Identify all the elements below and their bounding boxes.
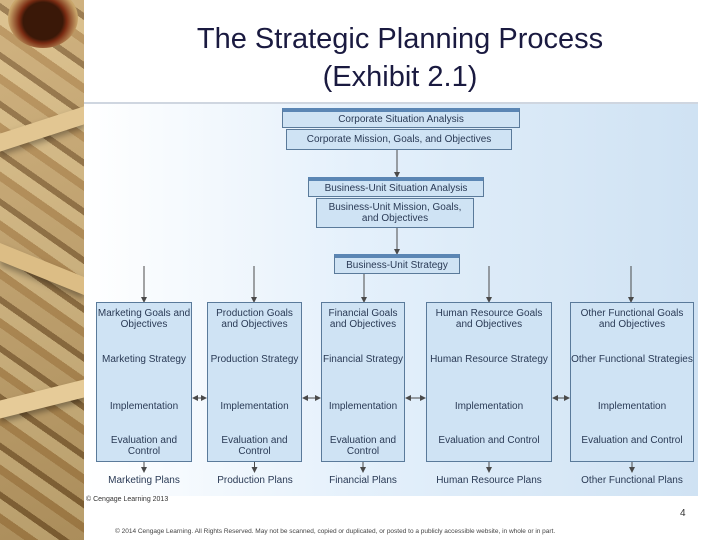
slide-title-line2: (Exhibit 2.1) <box>322 61 478 93</box>
other-functional-goals-label: Other Functional Goals and Objectives <box>580 308 684 330</box>
maze-wall <box>0 243 84 295</box>
financial-plans-label: Financial Plans <box>329 475 397 486</box>
financial-implementation-label: Implementation <box>328 401 398 412</box>
maze-hole <box>8 0 78 48</box>
human-resource-implementation-label: Implementation <box>454 401 524 412</box>
other-functional-strategy-label: Other Functional Strategies <box>571 354 693 365</box>
strategic-planning-diagram: Corporate Situation Analysis Corporate M… <box>84 104 698 496</box>
business-unit-strategy-box: Business-Unit Strategy <box>334 254 460 274</box>
production-implementation-label: Implementation <box>220 401 289 412</box>
production-plans-label: Production Plans <box>217 475 293 486</box>
production-goals-label: Production Goals and Objectives <box>216 308 293 330</box>
corporate-mission-label: Corporate Mission, Goals, and Objectives <box>306 134 492 145</box>
copyright-footer: © 2014 Cengage Learning. All Rights Rese… <box>115 528 556 535</box>
other-functional-implementation-label: Implementation <box>597 401 667 412</box>
corporate-situation-analysis-box: Corporate Situation Analysis <box>282 108 520 128</box>
marketing-plans-label: Marketing Plans <box>108 475 180 486</box>
financial-evaluation-label: Evaluation and Control <box>329 435 397 457</box>
business-unit-situation-analysis-box: Business-Unit Situation Analysis <box>308 177 484 197</box>
production-strategy-label: Production Strategy <box>210 354 299 365</box>
financial-strategy-label: Financial Strategy <box>322 354 404 365</box>
business-unit-situation-analysis-label: Business-Unit Situation Analysis <box>324 183 468 194</box>
corporate-situation-analysis-label: Corporate Situation Analysis <box>338 114 464 125</box>
marketing-strategy-label: Marketing Strategy <box>102 354 186 365</box>
human-resource-evaluation-label: Evaluation and Control <box>438 435 540 446</box>
marketing-evaluation-label: Evaluation and Control <box>110 435 178 457</box>
maze-background-image <box>0 0 84 540</box>
human-resource-goals-label: Human Resource Goals and Objectives <box>435 308 543 330</box>
marketing-implementation-label: Implementation <box>109 401 179 412</box>
other-functional-plans-label: Other Functional Plans <box>581 475 683 486</box>
marketing-goals-label: Marketing Goals and Objectives <box>97 308 191 330</box>
business-unit-mission-box: Business-Unit Mission, Goals, and Object… <box>316 198 474 228</box>
page-number: 4 <box>680 508 686 519</box>
slide-title-line1: The Strategic Planning Process <box>196 23 604 55</box>
corporate-mission-box: Corporate Mission, Goals, and Objectives <box>286 129 512 150</box>
human-resource-strategy-label: Human Resource Strategy <box>430 354 548 365</box>
title-divider <box>84 102 698 104</box>
maze-wall <box>0 106 84 152</box>
human-resource-plans-label: Human Resource Plans <box>436 475 542 486</box>
business-unit-mission-label: Business-Unit Mission, Goals, and Object… <box>328 202 462 224</box>
slide-title: The Strategic Planning Process (Exhibit … <box>120 20 680 96</box>
financial-goals-label: Financial Goals and Objectives <box>328 308 398 330</box>
image-credit: © Cengage Learning 2013 <box>86 496 169 503</box>
maze-wall <box>0 379 84 419</box>
other-functional-evaluation-label: Evaluation and Control <box>581 435 683 446</box>
production-evaluation-label: Evaluation and Control <box>221 435 288 457</box>
business-unit-strategy-label: Business-Unit Strategy <box>346 260 448 271</box>
